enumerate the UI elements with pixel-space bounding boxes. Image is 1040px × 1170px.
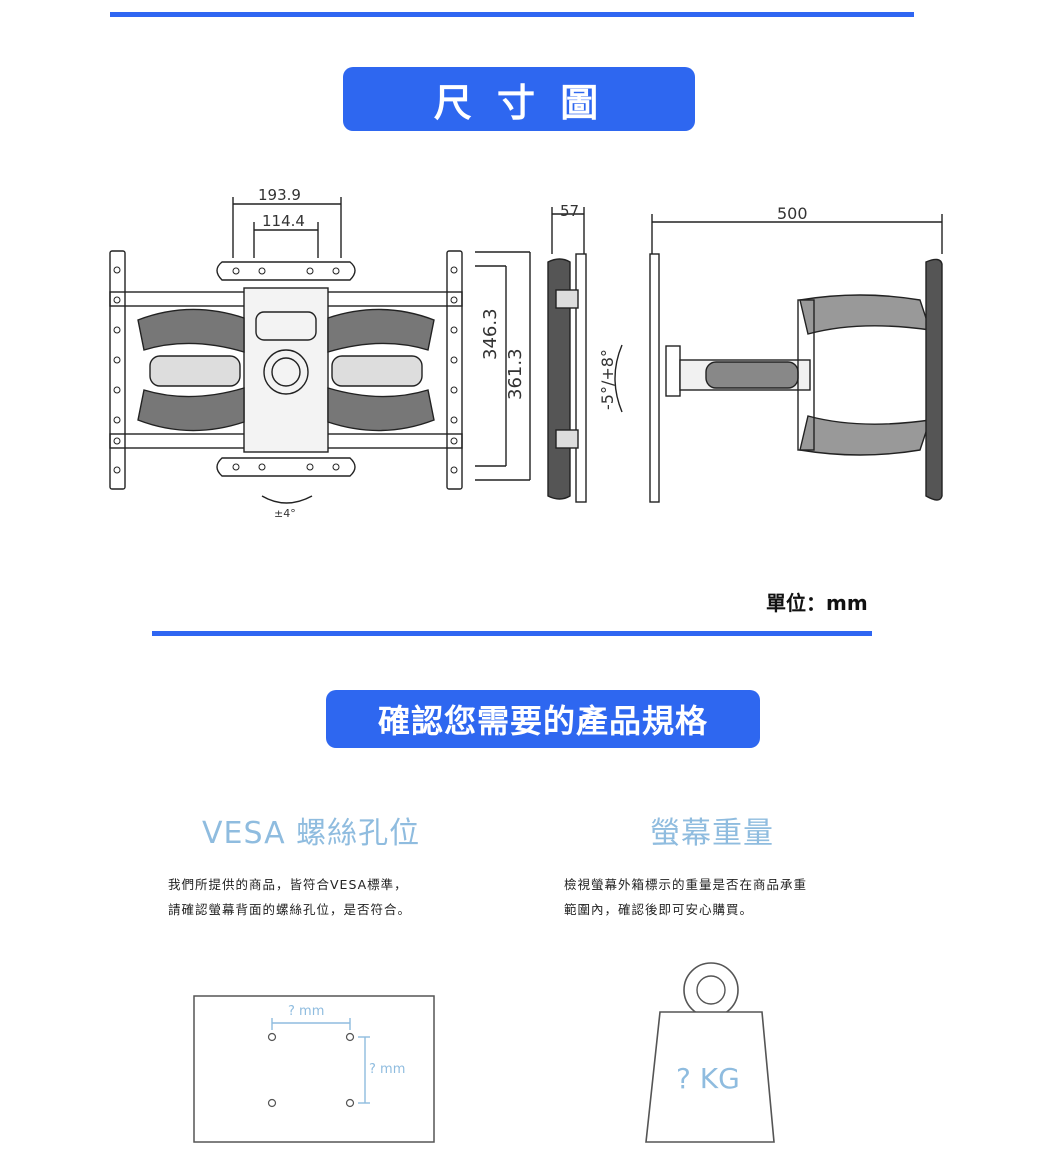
vesa-title: VESA 螺絲孔位 (202, 816, 421, 851)
spec-check-banner: 確認您需要的產品規格 (326, 690, 760, 748)
unit-label: 單位：mm (766, 591, 868, 615)
vesa-desc-line-1: 我們所提供的商品，皆符合VESA標準， (168, 877, 408, 892)
weight-label: ? KG (676, 1062, 740, 1095)
weight-description: 檢視螢幕外箱標示的重量是否在商品承重 範圍內，確認後即可安心購買。 (564, 872, 807, 922)
weight-desc-line-1: 檢視螢幕外箱標示的重量是否在商品承重 (564, 877, 808, 892)
vesa-vertical-label: ? mm (369, 1062, 406, 1077)
vesa-desc-line-2: 請確認螢幕背面的螺絲孔位，是否符合。 (168, 902, 412, 917)
spec-check-title: 確認您需要的產品規格 (377, 702, 708, 740)
swivel-label: ±4° (274, 507, 296, 520)
depth-label: 57 (560, 202, 580, 220)
front-view-drawing (109, 197, 531, 504)
middle-divider (152, 631, 872, 636)
dimension-title-banner: 尺 寸 圖 (343, 67, 695, 131)
width-outer-label: 193.9 (258, 186, 301, 204)
page-title: 尺 寸 圖 (433, 80, 605, 125)
extension-label: 500 (777, 204, 808, 223)
width-inner-label: 114.4 (262, 212, 305, 230)
weight-title: 螢幕重量 (650, 816, 774, 851)
side-view-drawing (547, 207, 623, 503)
vesa-horizontal-label: ? mm (288, 1004, 325, 1019)
top-divider (110, 12, 914, 17)
extended-view-drawing (649, 214, 943, 503)
weight-desc-line-2: 範圍內，確認後即可安心購買。 (564, 902, 754, 917)
vesa-description: 我們所提供的商品，皆符合VESA標準， 請確認螢幕背面的螺絲孔位，是否符合。 (168, 872, 411, 922)
